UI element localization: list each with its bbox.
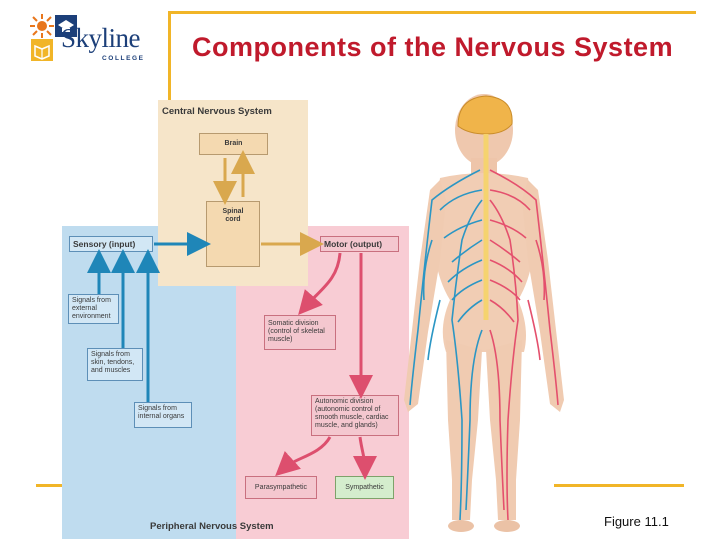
frame-line-bottom-left [36,484,62,487]
signals-external-box: Signals from external environment [68,294,119,324]
logo-wordmark: Skyline [61,23,141,53]
sensory-nerves [409,169,483,521]
autonomic-division-box: Autonomic division (autonomic control of… [311,395,399,436]
autonomic-to-symp-arrow [352,436,377,480]
motor-to-somatic-arrow [298,252,342,316]
signals-internal-box: Signals from internal organs [134,402,192,428]
cns-title: Central Nervous System [162,106,272,117]
logo-emblem-icon [30,14,77,61]
signals-skin-box: Signals from skin, tendons, and muscles [87,348,143,381]
motor-nerves [489,169,559,521]
frame-line-left [168,11,171,103]
brain-icon [457,95,513,135]
slide-title: Components of the Nervous System [192,32,674,62]
skyline-college-logo: Skyline COLLEGE [28,10,178,70]
autonomic-to-para-arrow [275,436,332,477]
pns-title: Peripheral Nervous System [150,521,274,532]
motor-output-box: Motor (output) [320,236,399,252]
logo-subtitle: COLLEGE [102,55,145,62]
frame-line-bottom-right [554,484,684,487]
somatic-division-box: Somatic division (control of skeletal mu… [264,315,336,350]
parasympathetic-box: Parasympathetic [245,476,317,499]
figure-caption: Figure 11.1 [604,514,669,529]
frame-line-top [168,11,696,14]
